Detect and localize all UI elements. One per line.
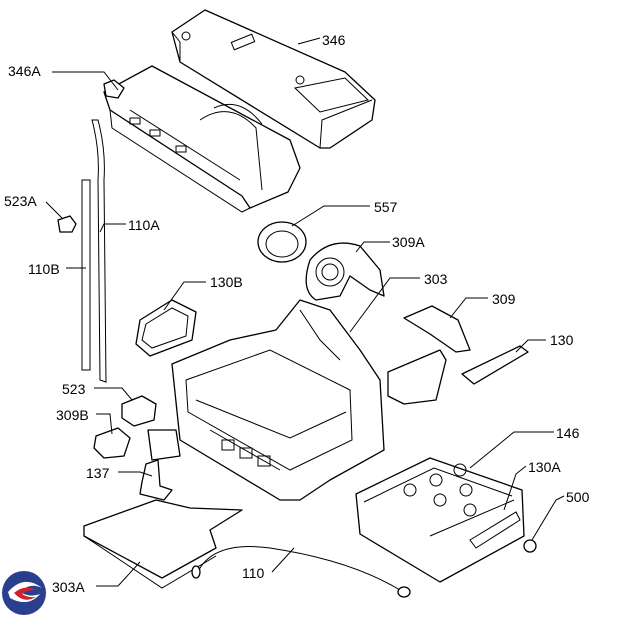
part-303A-filter-mat[interactable] bbox=[83, 499, 243, 589]
part-137-pump[interactable] bbox=[139, 459, 173, 501]
label-130: 130 bbox=[550, 332, 574, 348]
part-309B-bracket[interactable] bbox=[93, 427, 181, 461]
label-146: 146 bbox=[556, 425, 580, 441]
label-110A: 110A bbox=[128, 217, 160, 233]
part-309A-fan-housing[interactable] bbox=[305, 242, 385, 301]
label-130B: 130B bbox=[210, 274, 243, 290]
part-130A-seal[interactable] bbox=[469, 511, 521, 549]
part-523A-clip[interactable] bbox=[57, 215, 77, 233]
part-557-ring[interactable] bbox=[257, 221, 307, 263]
label-309B: 309B bbox=[56, 407, 89, 423]
label-110B: 110B bbox=[28, 261, 60, 277]
label-523: 523 bbox=[62, 381, 86, 397]
label-309: 309 bbox=[492, 291, 516, 307]
leader-lines bbox=[45, 37, 565, 587]
label-346: 346 bbox=[322, 32, 346, 48]
part-110-hose[interactable] bbox=[191, 546, 411, 598]
label-557: 557 bbox=[374, 199, 398, 215]
part-110B-tube[interactable] bbox=[81, 179, 91, 371]
label-130A: 130A bbox=[528, 459, 561, 475]
part-500-fitting[interactable] bbox=[523, 539, 537, 553]
label-137: 137 bbox=[86, 465, 110, 481]
part-146-condenser[interactable] bbox=[355, 457, 525, 583]
part-346-cover[interactable] bbox=[171, 9, 376, 149]
part-110A-tube[interactable] bbox=[91, 119, 107, 383]
part-523-sensor[interactable] bbox=[121, 395, 157, 427]
label-346A: 346A bbox=[8, 63, 41, 79]
label-303A: 303A bbox=[52, 579, 85, 595]
part-309-duct[interactable] bbox=[387, 305, 471, 405]
label-309A: 309A bbox=[392, 234, 425, 250]
label-303: 303 bbox=[424, 271, 448, 287]
part-303-main-body[interactable] bbox=[171, 299, 385, 501]
label-523A: 523A bbox=[4, 193, 37, 209]
label-110: 110 bbox=[242, 565, 265, 581]
label-500: 500 bbox=[566, 489, 590, 505]
part-130-gasket[interactable] bbox=[461, 345, 529, 385]
part-130B-gasket[interactable] bbox=[135, 299, 197, 357]
brand-swirl-logo bbox=[2, 571, 46, 615]
part-346A-housing[interactable] bbox=[103, 65, 301, 213]
